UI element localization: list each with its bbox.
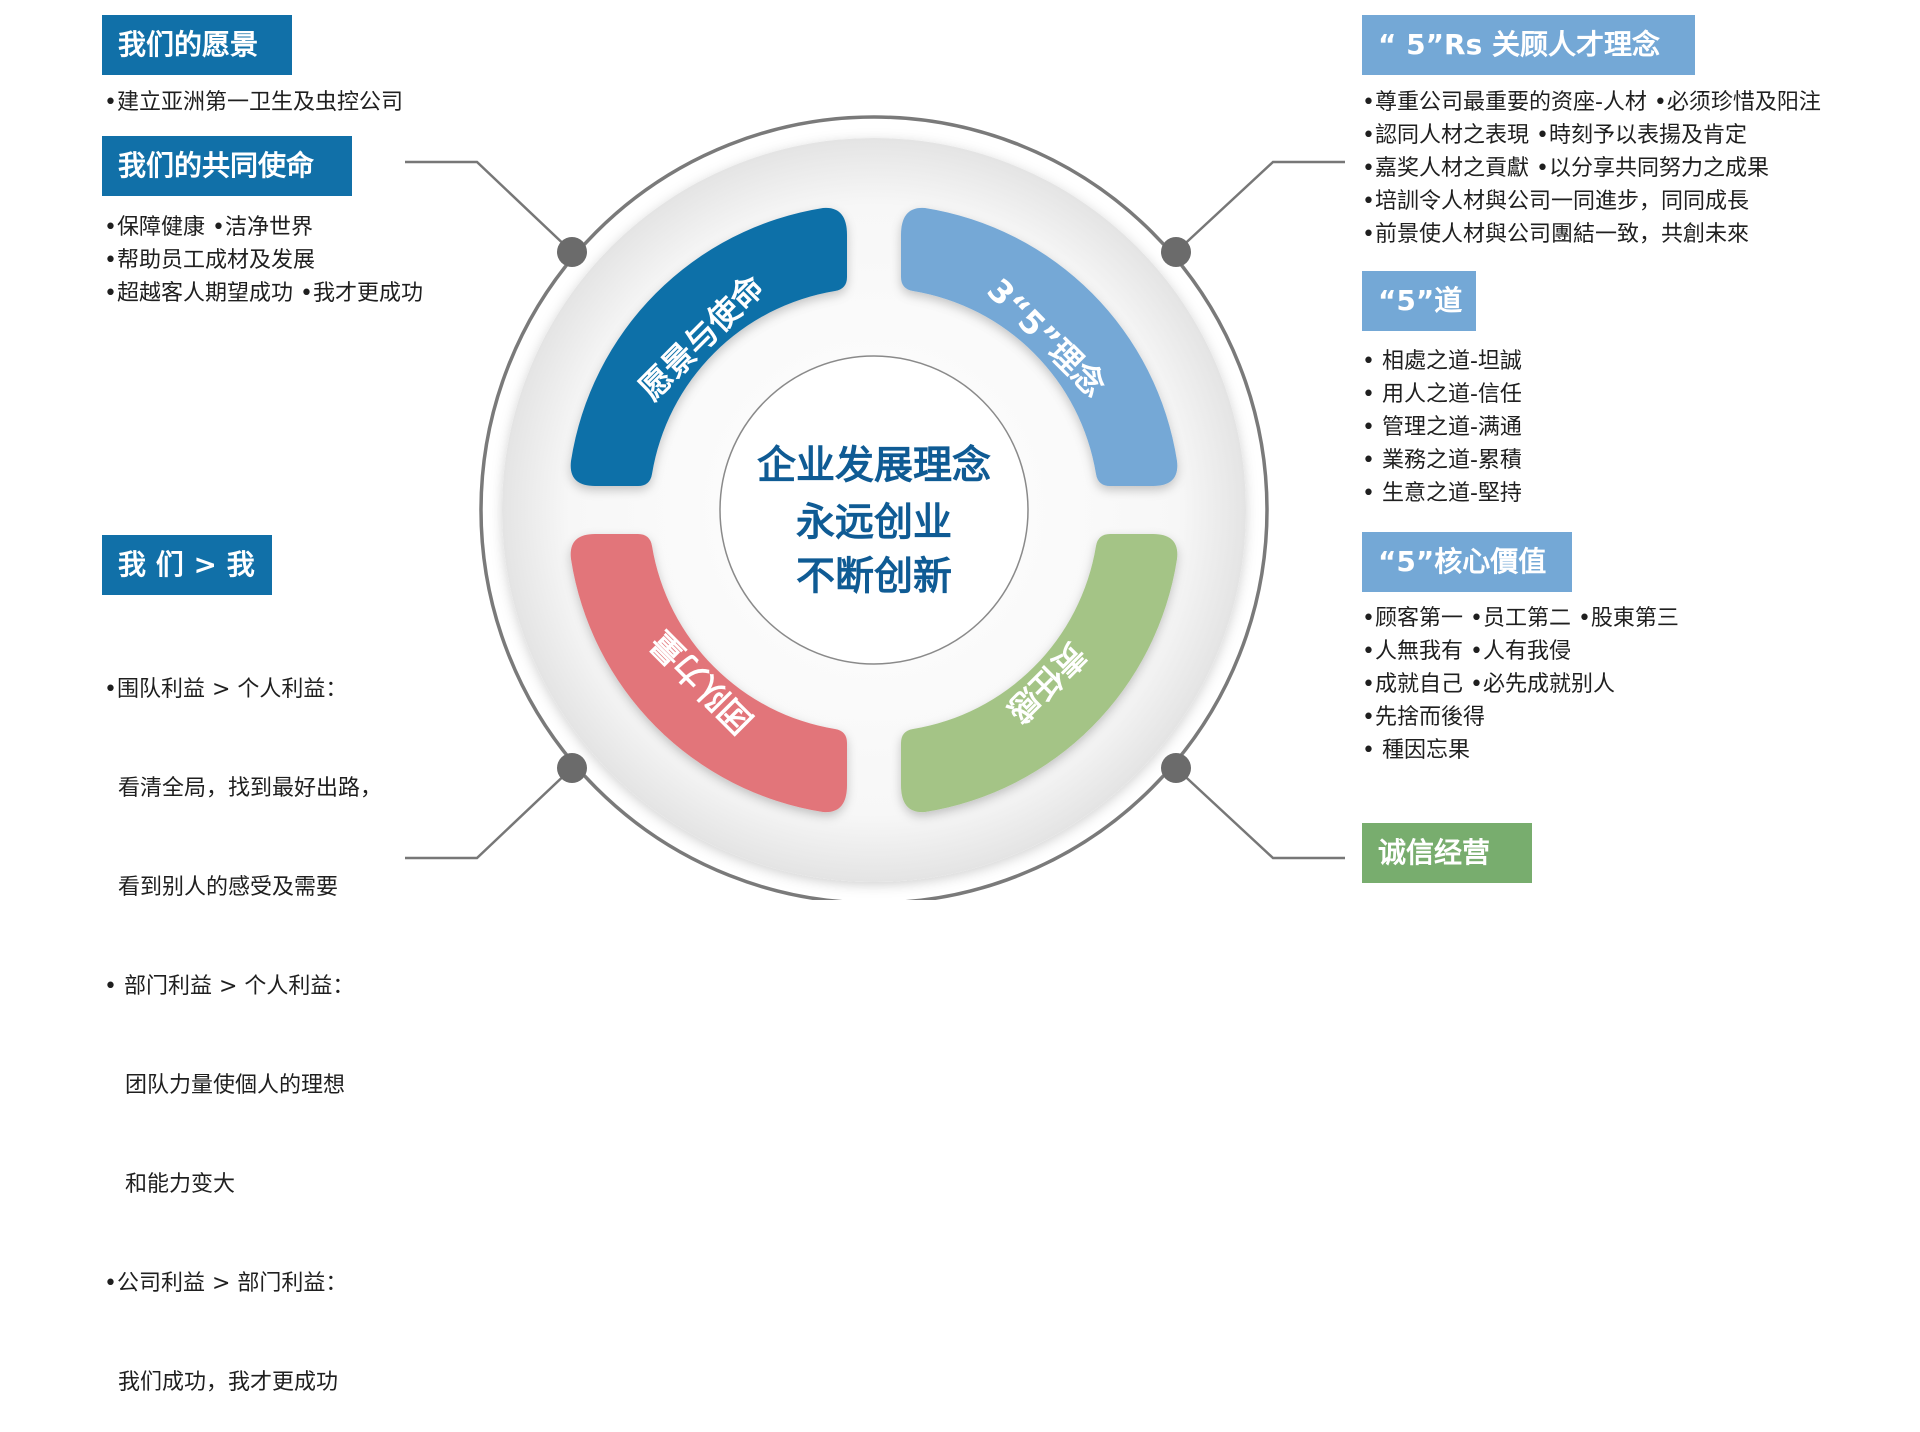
integrity-heading: 诚信经营 [1362,823,1532,883]
5-dao-heading: “5”道 [1362,271,1476,331]
mission-item: •保障健康 •洁净世界 [104,215,313,240]
core-value-item: • 種因忘果 [1362,738,1470,763]
5-core-values-list: •顾客第一 •员工第二 •股東第三 •人無我有 •人有我侵 •成就自己 •必先成… [1362,602,1679,767]
we-greater-than-me-heading: 我 们 > 我 [102,535,272,595]
center-line-3: 不断创新 [796,555,952,600]
5-dao-list: • 相處之道-坦誠 • 用人之道-信任 • 管理之道-满通 • 業務之道-累積 … [1362,345,1522,510]
segment-responsibility [901,534,1178,813]
we-item: •围队利益 > 个人利益： [104,677,348,702]
connector-dot-top-left [557,237,587,267]
segment-team-strength [570,534,847,813]
vision-item: •建立亚洲第一卫生及虫控公司 [104,90,403,115]
5rs-item: •認同人材之表現 •時刻予以表揚及肯定 [1362,123,1747,148]
5-core-values-heading: “5”核心價值 [1362,532,1572,592]
mission-heading: 我们的共同使命 [102,136,352,196]
we-item: 看清全局，找到最好出路， [104,776,382,801]
center-line-2: 永远创业 [796,501,952,546]
connector-lines [405,160,1345,860]
connector-top-right [1175,160,1345,253]
5rs-item: •前景使人材與公司團結一致，共創未來 [1362,222,1749,247]
we-item: •公司利益 > 部门利益： [104,1271,348,1296]
mission-item: •帮助员工成材及发展 [104,248,315,273]
we-item: 看到别人的感受及需要 [104,875,338,900]
segment-3-5-philosophy [901,207,1178,486]
we-item: 我们成功，我才更成功 [104,1370,338,1395]
vision-heading: 我们的愿景 [102,15,292,75]
dao-item: • 相處之道-坦誠 [1362,349,1522,374]
philosophy-wheel-diagram: 愿景与使命 3“5”理念 团队力量 责任感 企业发展理念 永远创业 不断创新 [405,115,1345,900]
center-title: 企业发展理念 [757,444,991,489]
dao-item: • 管理之道-满通 [1362,415,1522,440]
dao-item: • 業務之道-累積 [1362,448,1522,473]
mission-list: •保障健康 •洁净世界 •帮助员工成材及发展 •超越客人期望成功 •我才更成功 [104,211,423,310]
dao-item: • 用人之道-信任 [1362,382,1522,407]
5rs-item: •嘉奖人材之貢獻 •以分享共同努力之成果 [1362,156,1769,181]
core-value-item: •顾客第一 •员工第二 •股東第三 [1362,606,1679,631]
core-value-item: •先捨而後得 [1362,705,1485,730]
we-greater-than-me-list: •围队利益 > 个人利益： 看清全局，找到最好出路， 看到别人的感受及需要 • … [104,607,382,1432]
5rs-heading: “ 5”Rs 关顾人才理念 [1362,15,1695,75]
we-item: • 部门利益 > 个人利益： [104,974,355,999]
mission-item: •超越客人期望成功 •我才更成功 [104,281,423,306]
5rs-item: •培訓令人材與公司一同進步，同同成長 [1362,189,1749,214]
core-value-item: •成就自己 •必先成就别人 [1362,672,1615,697]
we-item: 团队力量使個人的理想 [104,1073,345,1098]
connector-top-left [405,160,573,253]
5rs-item: •尊重公司最重要的资座-人材 •必须珍惜及阳注 [1362,90,1821,115]
connector-dot-top-right [1161,237,1191,267]
inner-circle [719,355,1029,665]
connector-bottom-left [405,767,573,860]
connector-dot-bottom-right [1161,753,1191,783]
connector-bottom-right [1175,767,1345,860]
5rs-list: •尊重公司最重要的资座-人材 •必须珍惜及阳注 •認同人材之表現 •時刻予以表揚… [1362,86,1821,251]
connector-dot-bottom-left [557,753,587,783]
vision-list: •建立亚洲第一卫生及虫控公司 [104,86,403,119]
segment-vision-mission [570,207,847,486]
core-value-item: •人無我有 •人有我侵 [1362,639,1571,664]
we-item: 和能力变大 [104,1172,235,1197]
outer-ring [479,115,1269,900]
dao-item: • 生意之道-堅持 [1362,481,1522,506]
